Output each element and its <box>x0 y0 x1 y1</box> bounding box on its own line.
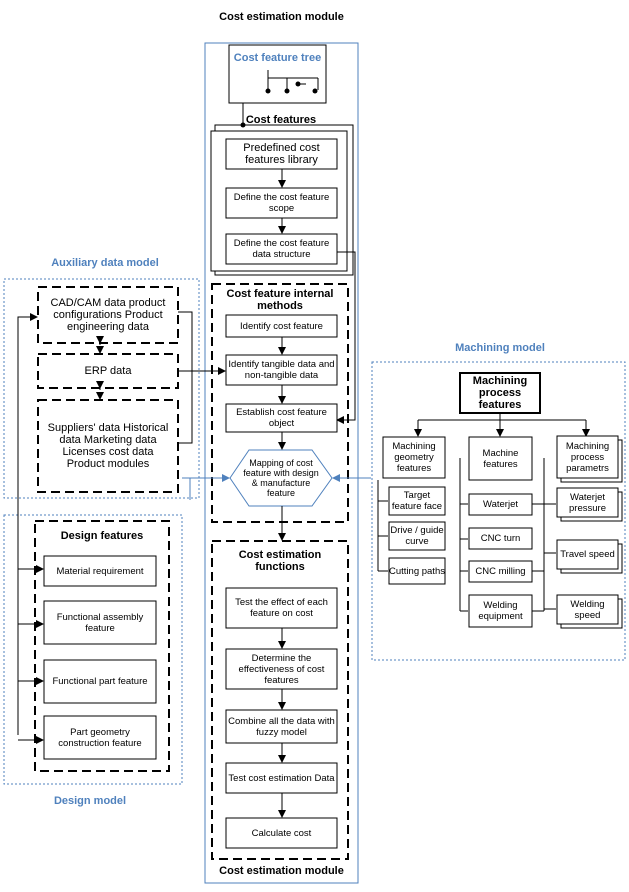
target-face-box <box>388 486 446 516</box>
cnc-turn-label: CNC turn <box>480 533 521 544</box>
machining-process-box <box>459 372 541 414</box>
drive-curve-box <box>388 521 446 551</box>
identify-label: Identify cost feature <box>240 320 323 332</box>
test-effect-box <box>225 587 338 629</box>
functional-assembly-label: Functional assembly feature <box>56 611 144 634</box>
design-model-title: Design model <box>53 795 127 807</box>
travel-speed-label: Travel speed <box>560 549 615 560</box>
internal-methods-heading: Cost feature internal methods <box>226 288 334 312</box>
geometry-features-box <box>382 436 446 479</box>
test-estimation-label: Test cost estimation Data <box>228 772 335 784</box>
cutting-paths-label: Cutting paths <box>389 565 445 577</box>
travel-speed-box <box>556 539 619 570</box>
test-estimation-box <box>225 762 338 794</box>
machine-features-box <box>468 436 533 481</box>
part-geometry-box <box>43 715 157 760</box>
auxiliary-model-frame <box>3 278 200 499</box>
drive-curve-label: Drive / guide curve <box>390 525 444 547</box>
tree-node <box>265 88 271 94</box>
tangible-box <box>225 354 338 386</box>
waterjet-pressure-label: Waterjet pressure <box>569 491 606 514</box>
effectiveness-box <box>225 648 338 690</box>
part-geometry-label: Part geometry construction feature <box>58 726 142 749</box>
test-effect-label: Test the effect of each feature on cost <box>235 597 328 619</box>
tree-node <box>284 88 290 94</box>
tree-node <box>295 81 301 87</box>
combine-label: Combine all the data with fuzzy model <box>228 715 335 738</box>
design-model-frame <box>3 514 183 785</box>
process-params-label: Machining process parametrs <box>565 440 610 474</box>
library-label: Predefined cost features library <box>243 142 320 166</box>
functional-part-box <box>43 659 157 704</box>
bottom-title: Cost estimation module <box>219 865 344 877</box>
functional-part-label: Functional part feature <box>52 676 148 687</box>
tangible-label: Identify tangible data and non-tangible … <box>228 359 335 381</box>
machining-process-label: Machining process features <box>472 375 528 411</box>
cad-label: CAD/CAM data product configurations Prod… <box>50 297 166 333</box>
calculate-label: Calculate cost <box>251 827 312 839</box>
material-label: Material requirement <box>56 565 144 577</box>
suppliers-label: Suppliers' data Historical data Marketin… <box>47 422 169 470</box>
cost-features-heading: Cost features <box>245 114 317 126</box>
cad-box <box>37 286 179 344</box>
cutting-paths-box <box>388 557 446 585</box>
top-title: Cost estimation module <box>219 11 344 23</box>
erp-label: ERP data <box>84 365 132 377</box>
scope-box <box>225 187 338 219</box>
structure-box <box>225 233 338 265</box>
cost-estimation-module-frame <box>204 42 359 884</box>
welding-speed-label: Welding speed <box>570 598 605 621</box>
design-features-heading: Design features <box>60 530 144 542</box>
establish-label: Establish cost feature object <box>236 407 327 429</box>
cost-feature-tree-title: Cost feature tree <box>233 52 322 64</box>
calculate-box <box>225 817 338 849</box>
geometry-features-label: Machining geometry features <box>392 441 436 474</box>
establish-box <box>225 403 338 433</box>
scope-label: Define the cost feature scope <box>233 192 330 214</box>
combine-box <box>225 709 338 744</box>
target-face-label: Target feature face <box>391 490 443 512</box>
cnc-milling-label: CNC milling <box>475 566 526 577</box>
estimation-functions-frame <box>211 540 349 860</box>
effectiveness-label: Determine the effectiveness of cost feat… <box>238 652 325 686</box>
auxiliary-model-title: Auxiliary data model <box>51 257 159 269</box>
library-box <box>225 138 338 170</box>
machine-features-label: Machine features <box>482 447 519 470</box>
welding-speed-box <box>556 594 619 625</box>
waterjet-pressure-box <box>556 487 619 518</box>
suppliers-box <box>37 399 179 493</box>
estimation-functions-heading: Cost estimation functions <box>238 549 322 573</box>
mapping-label: Mapping of cost feature with design & ma… <box>243 458 319 498</box>
cost-feature-tree-box <box>228 44 327 104</box>
machining-model-title: Machining model <box>455 342 545 354</box>
machining-model-frame <box>371 361 626 661</box>
design-features-frame <box>34 520 170 772</box>
process-params-box <box>556 435 619 479</box>
cnc-turn-box <box>468 527 533 550</box>
structure-label: Define the cost feature data structure <box>233 238 330 260</box>
material-box <box>43 555 157 587</box>
tree-node <box>312 88 318 94</box>
functional-assembly-box <box>43 600 157 645</box>
welding-equipment-label: Welding equipment <box>478 600 523 622</box>
waterjet-label: Waterjet <box>482 499 519 510</box>
internal-methods-frame <box>211 283 349 523</box>
